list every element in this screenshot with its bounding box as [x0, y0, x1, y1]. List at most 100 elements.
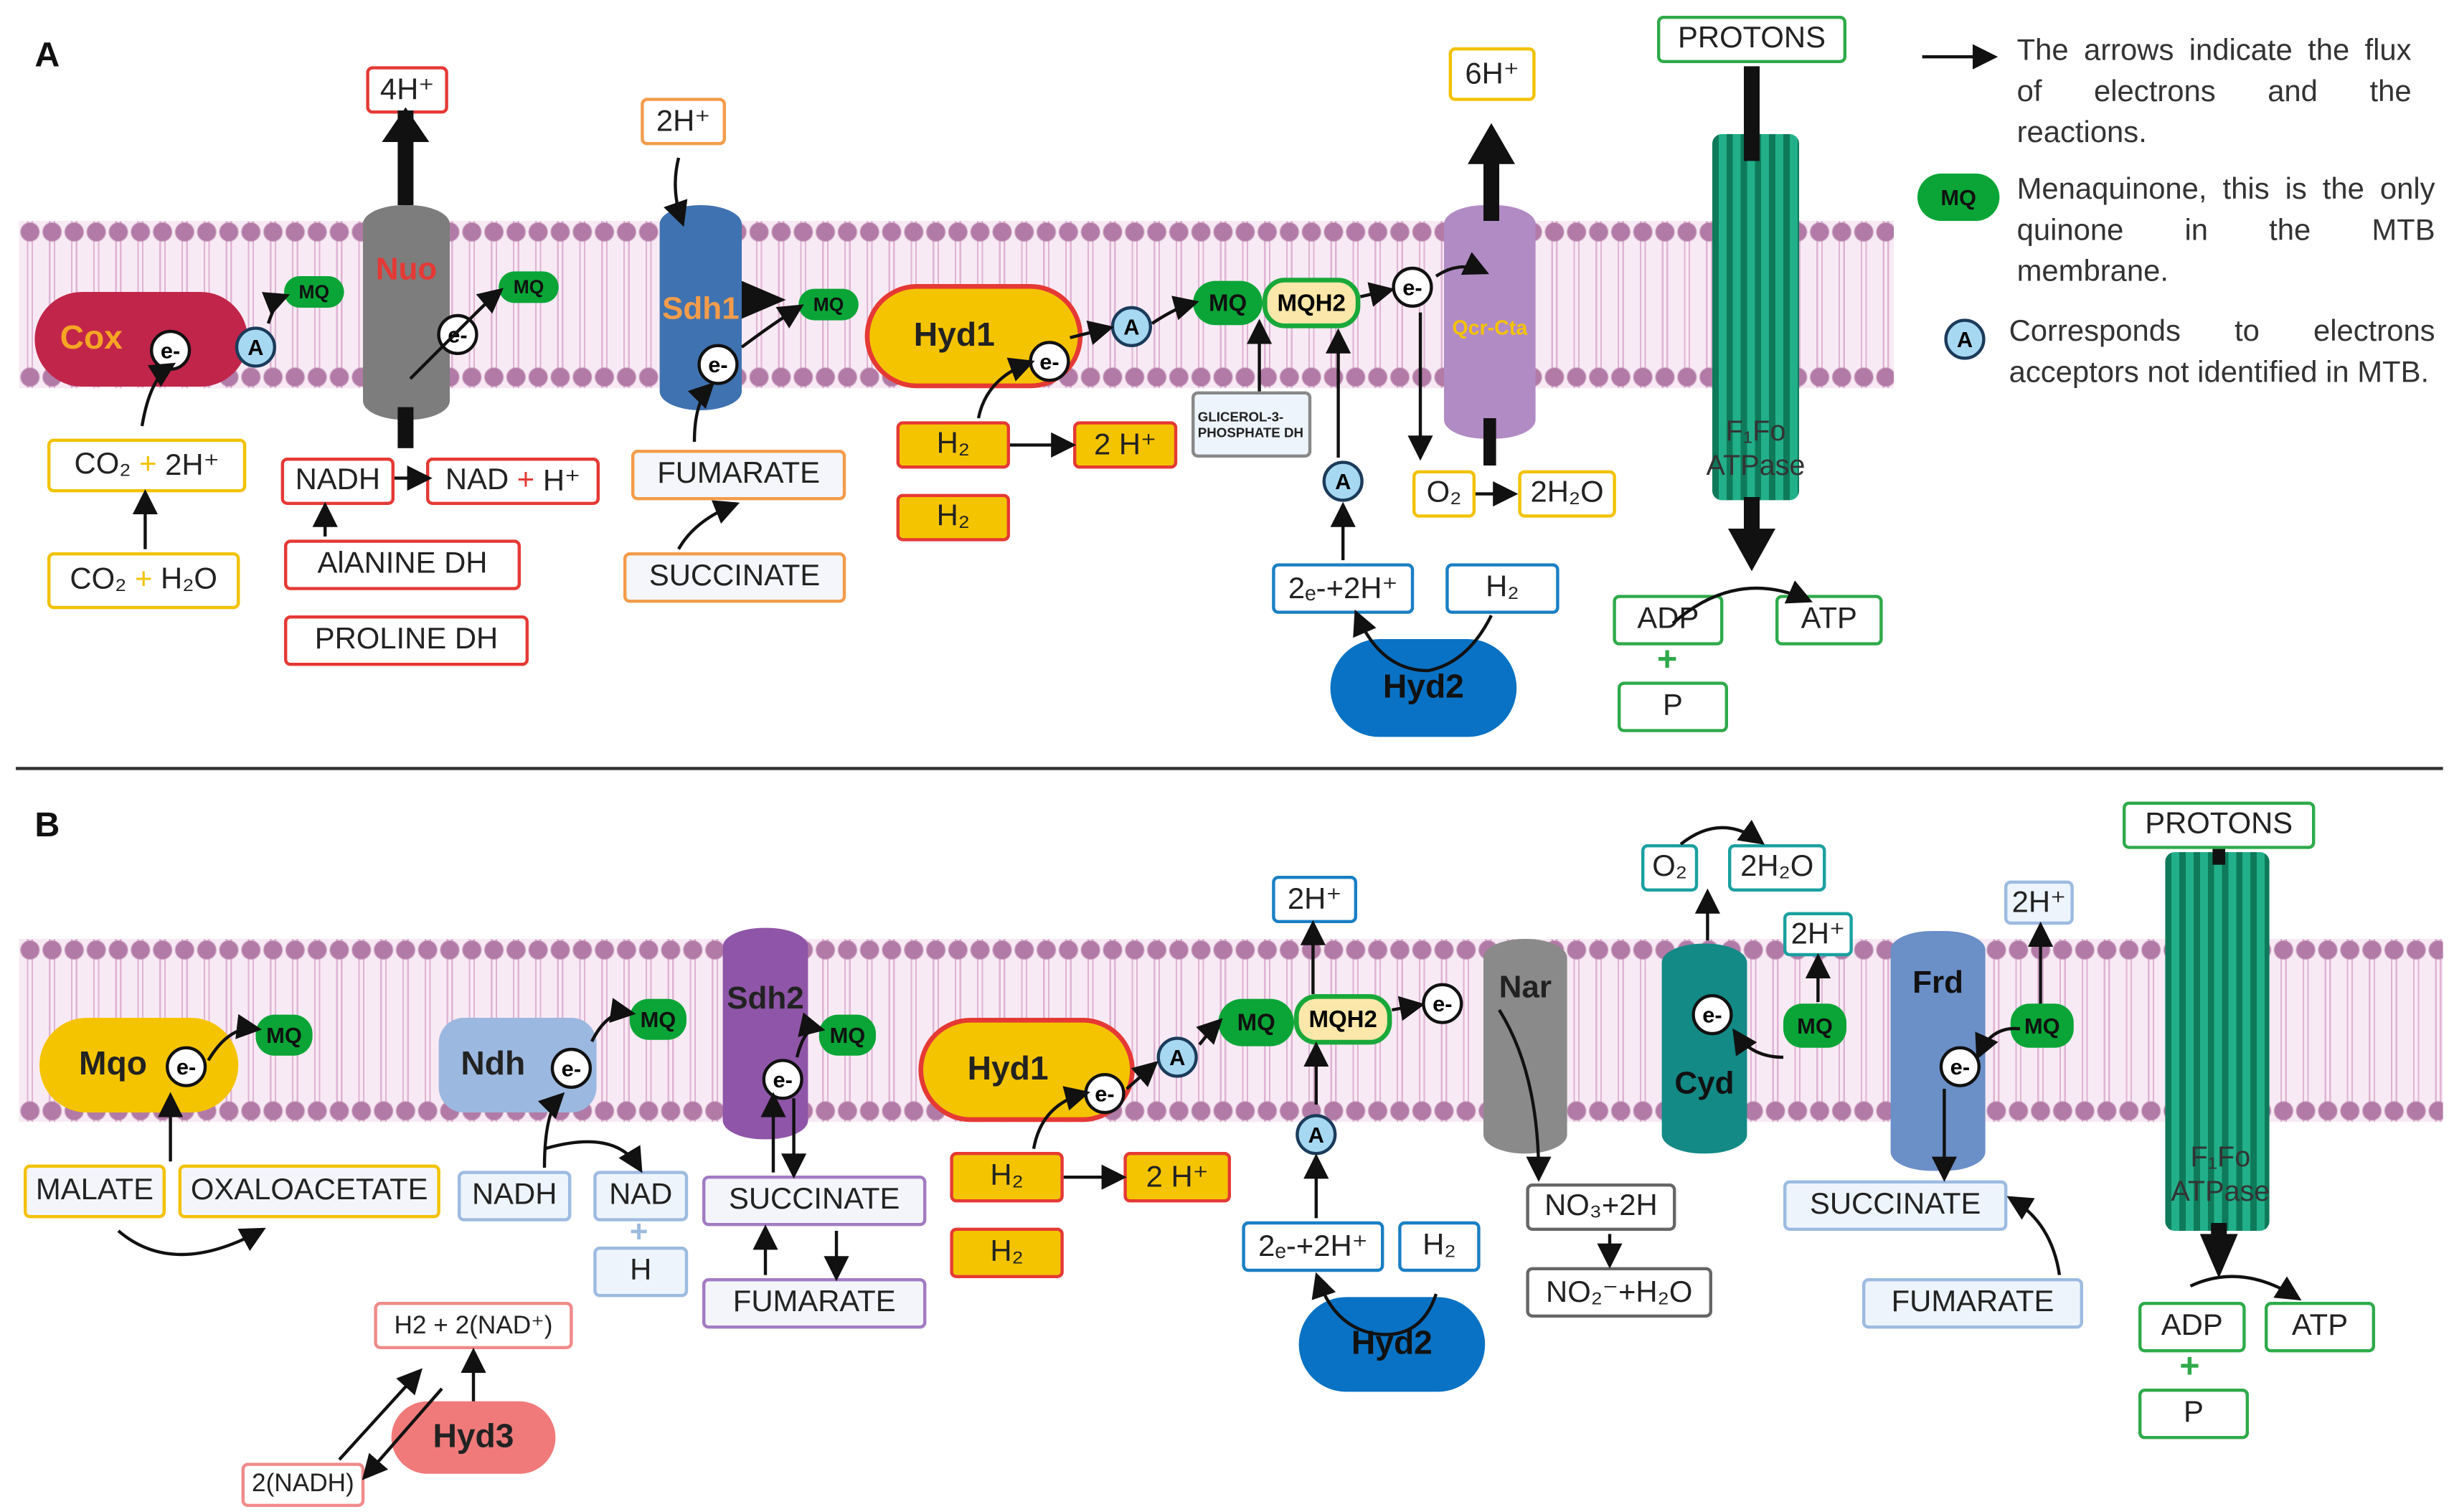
- arrow: [1498, 1008, 1552, 1182]
- nuo-label: Nuo: [375, 252, 438, 288]
- arrow: [2006, 1196, 2062, 1275]
- arrow: [1435, 252, 1489, 278]
- acceptor-icon: A: [1156, 1036, 1198, 1078]
- 2h-plus: 2 H⁺: [1073, 421, 1178, 469]
- 2e-2h: 2ₑ-+2H⁺: [1242, 1221, 1384, 1272]
- divider: [16, 767, 2443, 770]
- thick-arrow: [1744, 497, 1760, 537]
- electron-icon: e-: [166, 1046, 207, 1087]
- nar-label: Nar: [1499, 970, 1552, 1006]
- hyd1-label: Hyd1: [913, 317, 995, 354]
- cox-enzyme: Cox: [34, 292, 248, 387]
- o2: O₂: [1412, 470, 1476, 518]
- protons-6h: 6H⁺: [1448, 47, 1536, 101]
- text: H₂O: [161, 563, 217, 597]
- menaquinol: MQH2: [1263, 278, 1361, 329]
- arrow: [544, 1140, 643, 1173]
- arrow: [140, 362, 176, 427]
- succinate: SUCCINATE: [623, 552, 846, 603]
- menaquinone: MQ: [798, 288, 859, 321]
- atpase-label: F₁Fo ATPase: [1706, 415, 1806, 481]
- arrow: [795, 1012, 826, 1058]
- arrow: [207, 1013, 263, 1062]
- menaquinone: MQ: [284, 276, 344, 308]
- plus: +: [2179, 1346, 2200, 1386]
- fumarate: FUMARATE: [631, 450, 846, 501]
- legend-arrows: The arrows indicate the flux of electron…: [2016, 34, 2412, 150]
- legend-acceptor-icon: A: [1944, 318, 1986, 360]
- legend-acceptor: Corresponds to electrons acceptors not i…: [2009, 316, 2435, 390]
- h: H: [593, 1247, 689, 1298]
- electron-icon: e-: [1392, 266, 1433, 308]
- acceptor-icon: A: [1296, 1114, 1337, 1156]
- menaquinone: MQ: [255, 1014, 313, 1056]
- adp: ADP: [2138, 1302, 2246, 1353]
- hyd3-label: Hyd3: [433, 1418, 514, 1455]
- sdh1-label: Sdh1: [662, 292, 740, 327]
- thick-arrow: [1483, 418, 1496, 466]
- 2h2o: 2H₂O: [1728, 844, 1826, 892]
- plus: +: [139, 448, 157, 481]
- menaquinone: MQ: [499, 271, 559, 303]
- thick-arrow: [397, 407, 414, 448]
- fumarate: FUMARATE: [1862, 1278, 2083, 1329]
- nadh: NADH: [458, 1171, 572, 1222]
- mqo-label: Mqo: [79, 1046, 147, 1083]
- panel-b-label: B: [34, 805, 60, 844]
- co2-h2o: CO₂ + H₂O: [47, 552, 240, 610]
- panel-a-label: A: [34, 34, 60, 75]
- 2-nadh: 2(NADH): [241, 1463, 365, 1507]
- electron-icon: e-: [550, 1047, 592, 1089]
- ndh-label: Ndh: [461, 1046, 526, 1083]
- menaquinol: MQH2: [1294, 994, 1392, 1045]
- thick-arrow: [2212, 849, 2225, 865]
- electron-icon: e-: [1084, 1073, 1126, 1115]
- protons-2h: 2H⁺: [1783, 912, 1853, 957]
- arrow: [1975, 1026, 2021, 1060]
- 2h2o: 2H₂O: [1518, 470, 1616, 518]
- h2: H₂: [1398, 1221, 1481, 1272]
- arrow: [2189, 1275, 2302, 1301]
- protons-2h: 2H⁺: [641, 98, 726, 146]
- thick-arrow-head: [742, 280, 786, 319]
- atp-synthase: [2165, 852, 2270, 1231]
- menaquinone: MQ: [1218, 998, 1294, 1046]
- arrow: [117, 1227, 266, 1257]
- arrow: [1196, 1018, 1223, 1046]
- legend-mq-icon: MQ: [1917, 174, 2000, 221]
- legend-mq: Menaquinone, this is the only quinone in…: [2016, 174, 2435, 289]
- atpase-label: F₁Fo ATPase: [2171, 1140, 2270, 1207]
- arrow: [1679, 819, 1765, 846]
- h2: H₂: [1445, 563, 1559, 614]
- arrow: [590, 998, 636, 1042]
- protons-label: PROTONS: [1657, 16, 1846, 63]
- arrow: [338, 1368, 423, 1461]
- arrow: [1126, 1061, 1159, 1090]
- arrow: [1311, 1272, 1438, 1336]
- arrow: [362, 1387, 443, 1480]
- electron-icon: e-: [697, 344, 739, 385]
- hyd2-enzyme: Hyd2: [1298, 1297, 1486, 1392]
- no2-h2o: NO₂⁻+H₂O: [1526, 1267, 1712, 1318]
- atp-synthase: [1712, 134, 1799, 501]
- text: NAD: [445, 463, 509, 497]
- hyd2-label: Hyd2: [1382, 668, 1464, 706]
- h2-nad: H2 + 2(NAD⁺): [374, 1302, 573, 1349]
- arrow: [1392, 996, 1425, 1021]
- electron-icon: e-: [1422, 983, 1463, 1024]
- acceptor-icon: A: [235, 326, 276, 368]
- arrow: [1359, 282, 1395, 307]
- hyd2-enzyme: Hyd2: [1330, 639, 1517, 737]
- protons-2h: 2H⁺: [2004, 880, 2074, 925]
- fumarate: FUMARATE: [702, 1278, 927, 1329]
- glycerol-3-phosphate-dh: GLICEROL-3-PHOSPHATE DH: [1192, 391, 1312, 458]
- text: H⁺: [542, 464, 581, 499]
- atp: ATP: [1775, 595, 1883, 646]
- oxaloacetate: OXALOACETATE: [178, 1164, 440, 1219]
- electron-icon: e-: [1691, 994, 1733, 1036]
- electron-icon: e-: [1939, 1046, 1981, 1087]
- plus: +: [134, 563, 153, 597]
- cox-label: Cox: [60, 320, 123, 357]
- arrow: [1070, 320, 1114, 346]
- menaquinone: MQ: [629, 998, 686, 1040]
